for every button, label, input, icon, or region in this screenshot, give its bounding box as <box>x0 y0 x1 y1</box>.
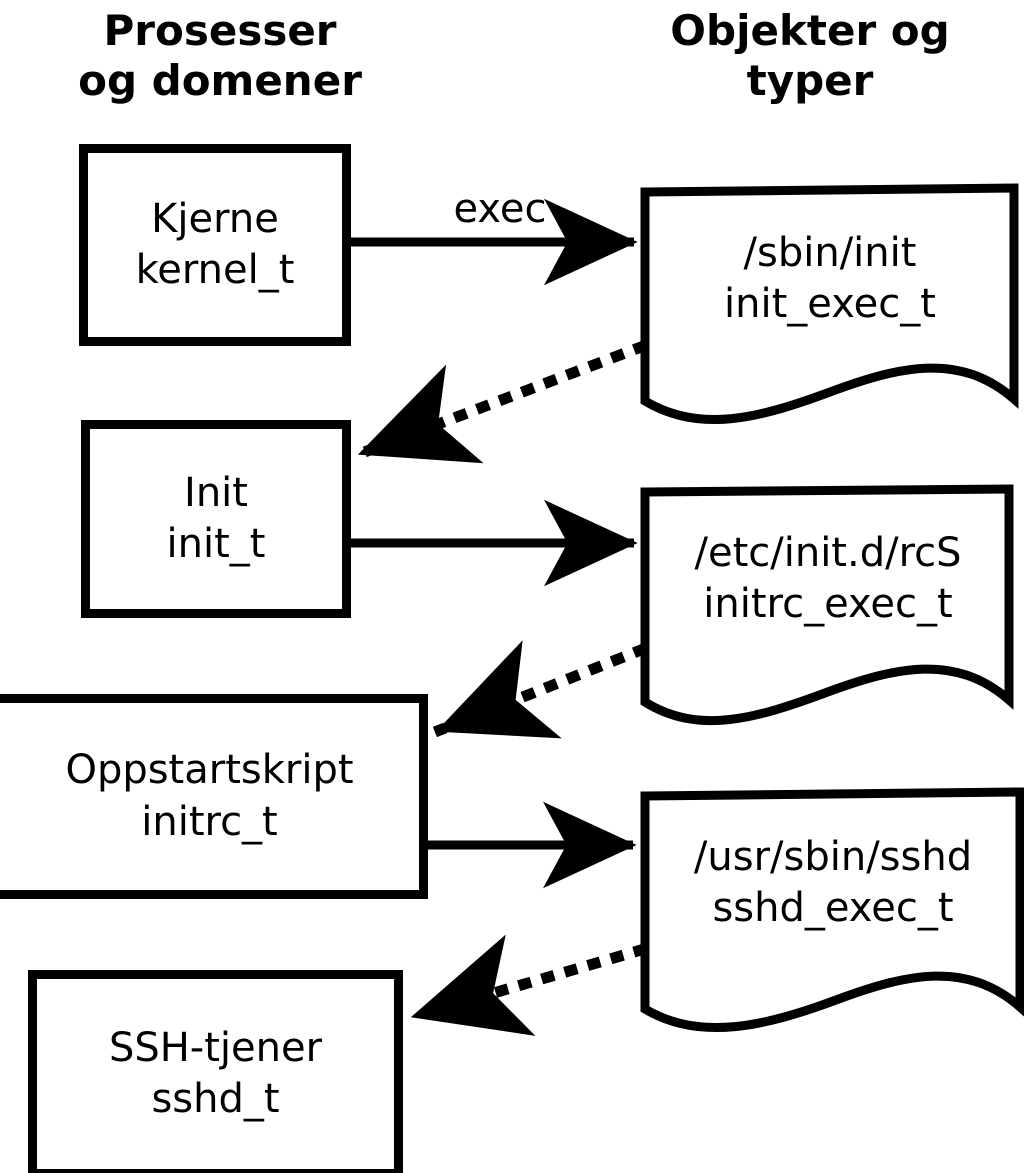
process-box-kernel[interactable]: Kjerne kernel_t <box>79 144 351 346</box>
object-shape-sshd-exec[interactable] <box>640 787 1024 1033</box>
process-box-kernel-name: Kjerne <box>151 195 279 242</box>
process-box-sshd-type: sshd_t <box>151 1076 280 1122</box>
process-box-init-type: init_t <box>166 521 266 567</box>
process-box-sshd[interactable]: SSH-tjener sshd_t <box>28 970 403 1173</box>
process-box-init[interactable]: Init init_t <box>81 420 351 618</box>
edge-initrc-exec-to-initrc <box>432 640 649 739</box>
edge-label-exec: exec <box>453 186 547 232</box>
object-shape-init-exec[interactable] <box>640 183 1019 425</box>
process-box-initrc-name: Oppstartskript <box>65 747 354 794</box>
edge-sshd-exec-to-sshd <box>408 934 648 1036</box>
process-box-init-name: Init <box>184 469 248 516</box>
process-box-sshd-name: SSH-tjener <box>108 1024 323 1071</box>
column-header-processes: Prosesser og domener <box>78 6 362 105</box>
object-shape-initrc-exec[interactable] <box>640 484 1014 726</box>
process-box-initrc[interactable]: Oppstartskript initrc_t <box>0 694 428 899</box>
column-header-objects: Objekter og typer <box>670 6 950 105</box>
process-box-initrc-type: initrc_t <box>141 798 278 845</box>
edge-init-exec-to-init <box>354 339 649 464</box>
process-box-kernel-type: kernel_t <box>135 247 295 293</box>
